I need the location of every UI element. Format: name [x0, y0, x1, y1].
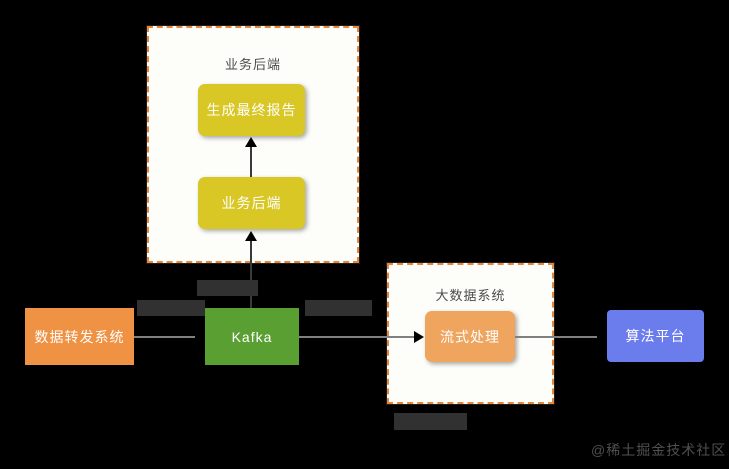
edge-forwarder-to-kafka-line — [134, 336, 196, 338]
node-data-forwarder-label: 数据转发系统 — [34, 328, 125, 345]
edge-stream-to-algo-arrowhead — [597, 331, 607, 343]
node-algo-platform[interactable]: 算法平台 — [607, 310, 704, 362]
node-algo-platform-label: 算法平台 — [625, 328, 686, 344]
node-final-report[interactable]: 生成最终报告 — [198, 84, 305, 136]
redaction-bigdata-bottom-label — [394, 413, 467, 430]
node-stream-processing-label: 流式处理 — [440, 328, 500, 345]
node-kafka-label: Kafka — [231, 328, 273, 345]
node-stream-processing[interactable]: 流式处理 — [425, 311, 515, 362]
redaction-kafka-top-label — [197, 280, 258, 296]
edge-kafka-to-stream-arrowhead — [414, 331, 424, 343]
edge-kafka-to-backend-arrowhead — [245, 231, 257, 241]
edge-forwarder-to-kafka-arrowhead — [195, 331, 205, 343]
redaction-right-connector-label — [305, 300, 372, 316]
group-business-backend-title: 业务后端 — [224, 57, 281, 72]
edge-backend-to-report-arrowhead — [245, 137, 257, 147]
node-data-forwarder[interactable]: 数据转发系统 — [25, 308, 134, 365]
watermark: @稀土掘金技术社区 — [591, 442, 727, 458]
node-business-backend[interactable]: 业务后端 — [198, 177, 305, 229]
edge-backend-to-report-line — [250, 146, 252, 177]
node-kafka[interactable]: Kafka — [205, 308, 299, 365]
group-bigdata-system-title: 大数据系统 — [435, 288, 506, 303]
redaction-left-connector-label — [137, 300, 205, 316]
node-business-backend-label: 业务后端 — [221, 195, 282, 211]
edge-stream-to-algo-line — [515, 336, 598, 338]
edge-kafka-to-stream-line — [299, 336, 416, 338]
node-final-report-label: 生成最终报告 — [206, 102, 297, 118]
edge-kafka-to-backend-line — [250, 239, 252, 311]
